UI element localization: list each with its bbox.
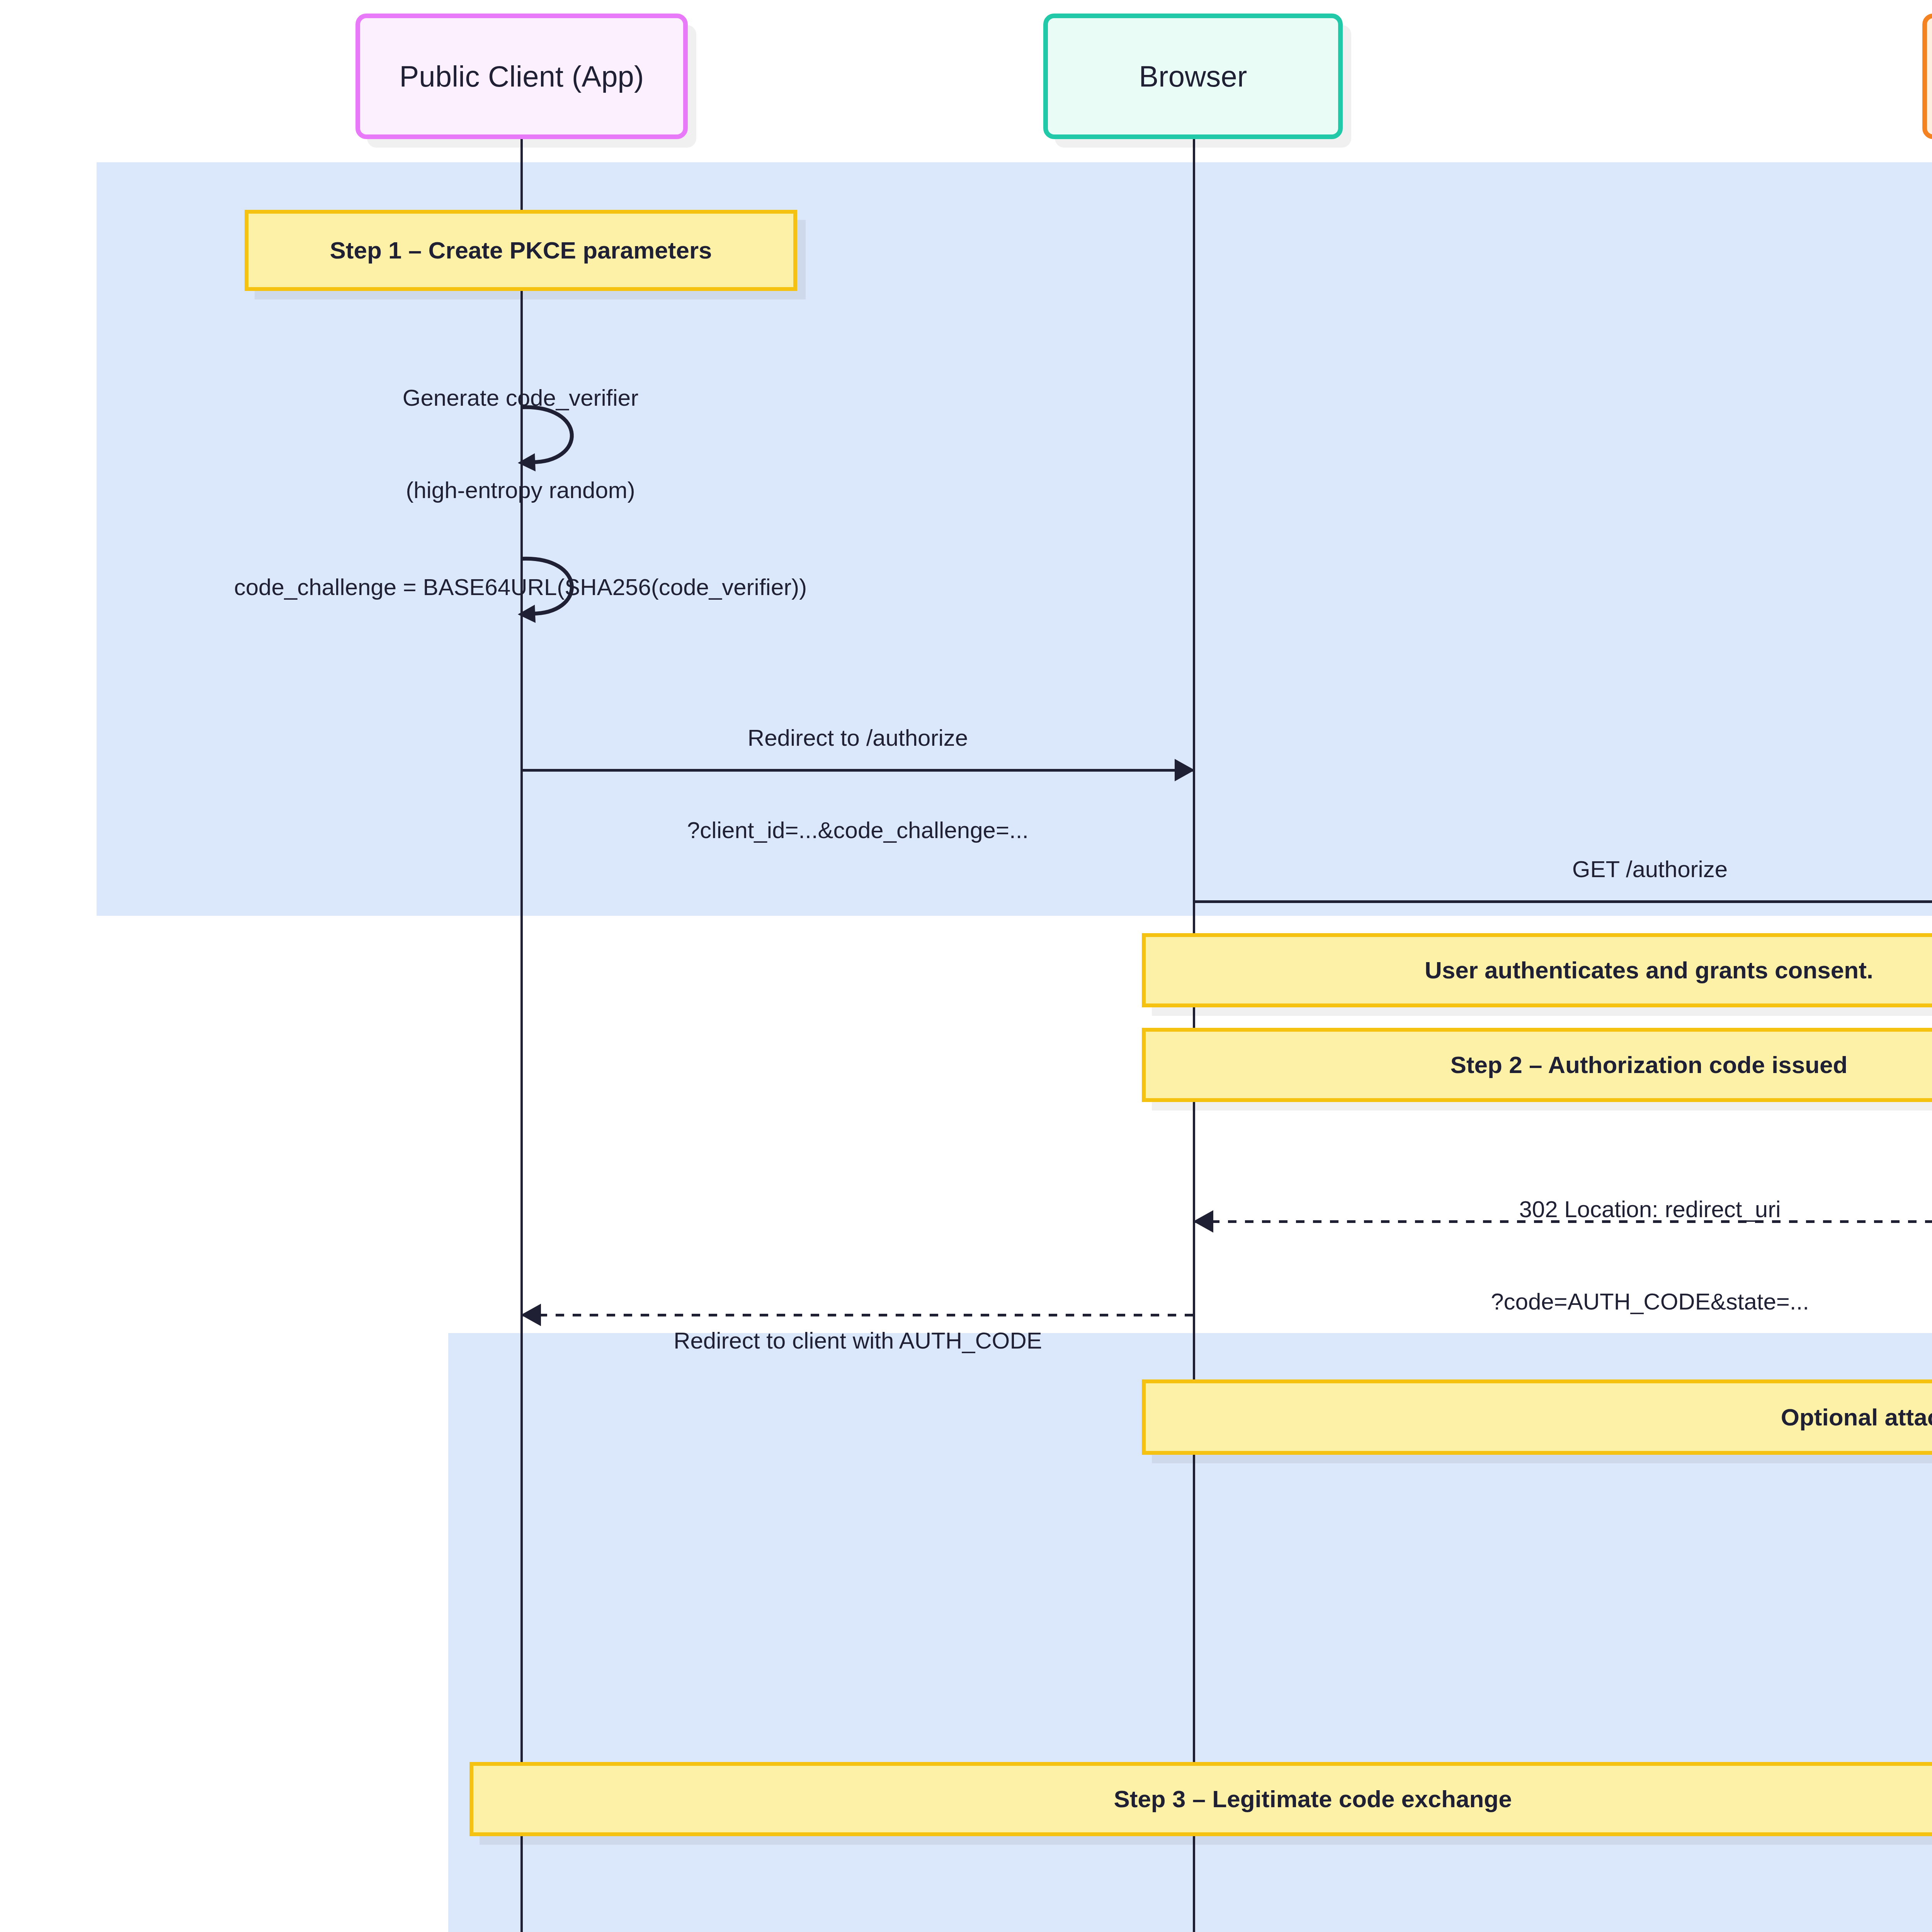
msg-get-authorize-line1: GET /authorize (1194, 854, 1932, 885)
note-step2-text: Step 2 – Authorization code issued (1451, 1050, 1848, 1080)
msg-redirect-client-line1: Redirect to client with AUTH_CODE (522, 1325, 1194, 1356)
self-loop-arrow-code-challenge (518, 553, 618, 623)
msg-redirect-authorize-line2: ?client_id=...&code_challenge=... (522, 815, 1194, 846)
note-consent-text: User authenticates and grants consent. (1425, 956, 1873, 985)
note-step3: Step 3 – Legitimate code exchange (469, 1762, 1932, 1836)
note-consent: User authenticates and grants consent. (1142, 933, 1932, 1007)
actor-box-browser-top[interactable]: Browser (1043, 14, 1343, 139)
msg-generate-verifier-line2: (high-entropy random) (231, 475, 810, 506)
note-step3-text: Step 3 – Legitimate code exchange (1114, 1784, 1512, 1814)
arrow-shaft (522, 769, 1194, 772)
note-attack-text: Optional attack: code interception (1781, 1403, 1932, 1432)
actor-label-browser-top: Browser (1139, 60, 1247, 93)
note-step1: Step 1 – Create PKCE parameters (245, 210, 797, 291)
arrow-head-left-icon (1193, 1210, 1213, 1233)
msg-redirect-client-label: Redirect to client with AUTH_CODE (522, 1264, 1194, 1418)
msg-302-location-line2: ?code=AUTH_CODE&state=... (1194, 1286, 1932, 1317)
arrow-shaft (1194, 1220, 1932, 1223)
actor-box-server-top[interactable]: Authorization Server (1922, 14, 1932, 139)
note-step2: Step 2 – Authorization code issued (1142, 1028, 1932, 1102)
msg-client-token-label: POST /token grant_type=authorization_cod… (522, 1876, 1932, 1932)
msg-redirect-authorize-label: Redirect to /authorize ?client_id=...&co… (522, 661, 1194, 907)
self-loop-arrow-generate-verifier (518, 402, 618, 471)
note-step1-text: Step 1 – Create PKCE parameters (330, 236, 712, 265)
actor-label-client-top: Public Client (App) (399, 60, 644, 93)
arrow-shaft (1194, 900, 1932, 903)
note-attack: Optional attack: code interception (1142, 1379, 1932, 1455)
arrow-head-left-icon (521, 1304, 541, 1326)
msg-redirect-authorize-line1: Redirect to /authorize (522, 723, 1194, 753)
msg-302-location-label: 302 Location: redirect_uri ?code=AUTH_CO… (1194, 1132, 1932, 1379)
arrow-shaft (522, 1314, 1194, 1316)
actor-box-client-top[interactable]: Public Client (App) (355, 14, 688, 139)
arrow-head-right-icon (1175, 759, 1195, 781)
